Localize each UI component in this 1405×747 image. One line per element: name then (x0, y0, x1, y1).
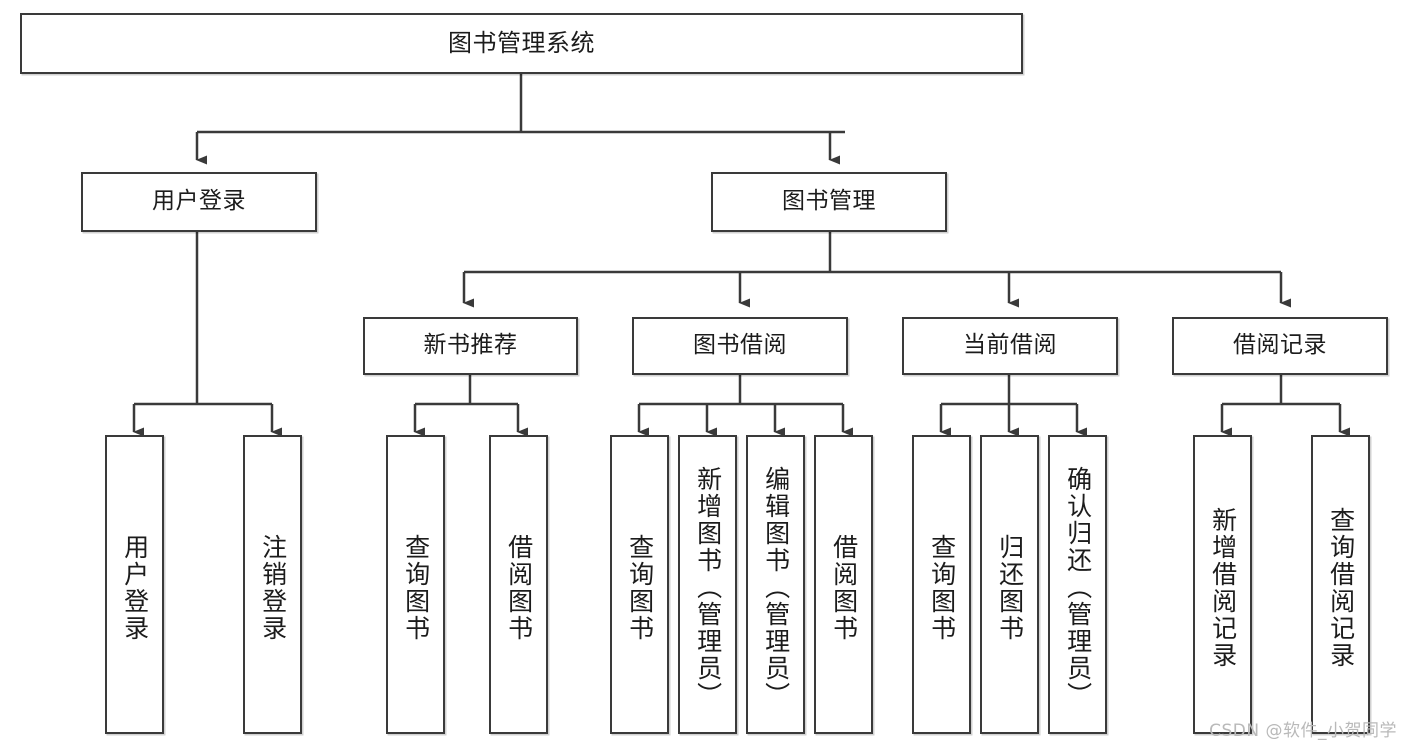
node-root[interactable]: 图书管理系统 (20, 13, 1023, 74)
node-leaf-query-book-1[interactable]: 查询图书 (386, 435, 445, 734)
node-book-borrow[interactable]: 图书借阅 (632, 317, 848, 375)
node-leaf-query-record-label: 查询借阅记录 (1326, 506, 1356, 669)
node-leaf-query-book-2-label: 查询图书 (625, 533, 655, 642)
node-leaf-edit-book[interactable]: 编辑图书（管理员） (746, 435, 805, 734)
node-leaf-borrow-book-1-label: 借阅图书 (504, 533, 534, 642)
node-user-login[interactable]: 用户登录 (81, 172, 317, 232)
node-leaf-user-login-label: 用户登录 (120, 533, 150, 642)
node-new-book-recommend[interactable]: 新书推荐 (363, 317, 578, 375)
node-leaf-return-book[interactable]: 归还图书 (980, 435, 1039, 734)
node-leaf-query-book-2[interactable]: 查询图书 (610, 435, 669, 734)
node-leaf-query-book-1-label: 查询图书 (401, 533, 431, 642)
node-leaf-add-book[interactable]: 新增图书（管理员） (678, 435, 737, 734)
node-leaf-query-book-3-label: 查询图书 (927, 533, 957, 642)
node-root-label: 图书管理系统 (448, 29, 595, 58)
node-current-borrow-label: 当前借阅 (963, 332, 1057, 359)
node-current-borrow[interactable]: 当前借阅 (902, 317, 1118, 375)
node-leaf-return-book-label: 归还图书 (995, 533, 1025, 642)
node-borrow-record-label: 借阅记录 (1233, 332, 1327, 359)
node-leaf-query-record[interactable]: 查询借阅记录 (1311, 435, 1370, 734)
node-leaf-add-book-label: 新增图书（管理员） (693, 466, 723, 709)
csdn-watermark: CSDN @软件_小贺同学 (1209, 721, 1397, 741)
node-leaf-edit-book-label: 编辑图书（管理员） (761, 466, 791, 709)
node-leaf-add-record[interactable]: 新增借阅记录 (1193, 435, 1252, 734)
node-leaf-confirm-return[interactable]: 确认归还（管理员） (1048, 435, 1107, 734)
node-leaf-add-record-label: 新增借阅记录 (1208, 506, 1238, 669)
node-leaf-logout-label: 注销登录 (258, 533, 288, 642)
node-leaf-logout[interactable]: 注销登录 (243, 435, 302, 734)
node-leaf-user-login[interactable]: 用户登录 (105, 435, 164, 734)
node-leaf-borrow-book-2-label: 借阅图书 (829, 533, 859, 642)
node-borrow-record[interactable]: 借阅记录 (1172, 317, 1388, 375)
node-leaf-query-book-3[interactable]: 查询图书 (912, 435, 971, 734)
node-new-book-recommend-label: 新书推荐 (423, 332, 518, 359)
node-book-borrow-label: 图书借阅 (693, 332, 787, 359)
node-leaf-confirm-return-label: 确认归还（管理员） (1063, 466, 1093, 709)
node-leaf-borrow-book-1[interactable]: 借阅图书 (489, 435, 548, 734)
node-leaf-borrow-book-2[interactable]: 借阅图书 (814, 435, 873, 734)
node-book-manage[interactable]: 图书管理 (711, 172, 947, 232)
node-user-login-label: 用户登录 (152, 188, 246, 215)
node-book-manage-label: 图书管理 (782, 188, 876, 215)
